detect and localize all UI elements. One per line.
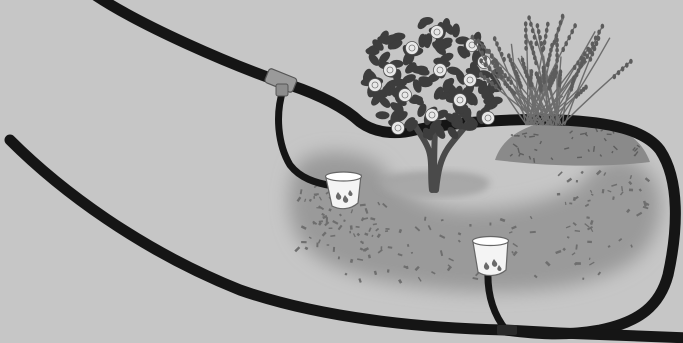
dripper-right: [473, 237, 509, 276]
lower-tee-connector: [497, 325, 517, 335]
dripper-left: [326, 172, 362, 209]
